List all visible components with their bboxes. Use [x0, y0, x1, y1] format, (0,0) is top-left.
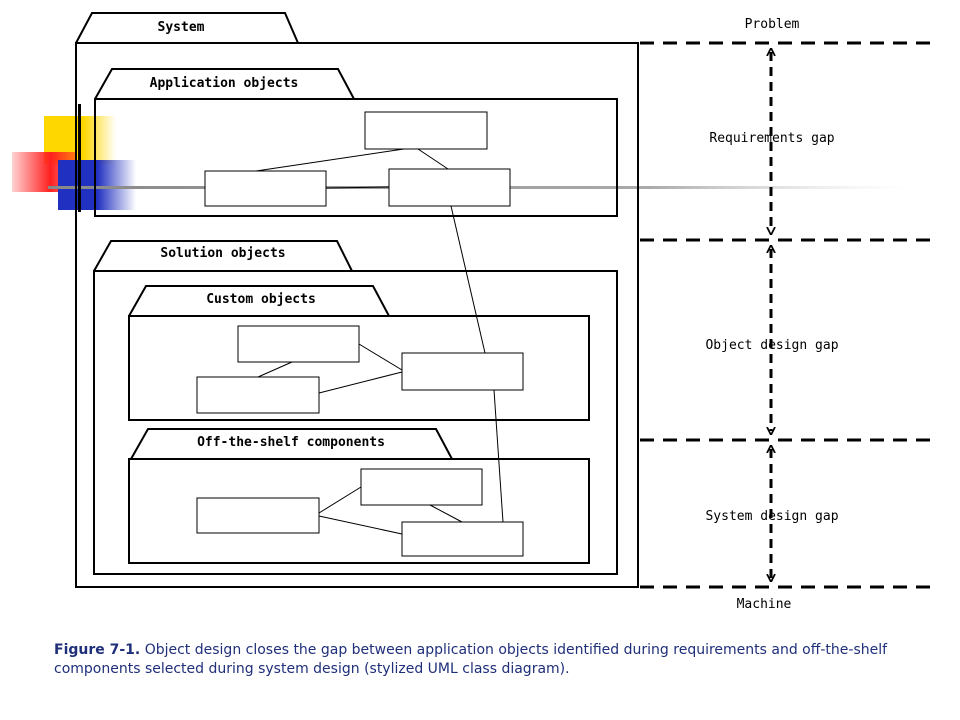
package-solution-objects-label: Solution objects: [160, 246, 285, 261]
package-solution-objects: Solution objects: [93, 240, 618, 575]
assoc-line: [358, 343, 403, 371]
package-off-the-shelf-tab: [130, 428, 453, 460]
problem-label: Problem: [745, 17, 800, 32]
package-system-body: [75, 42, 639, 588]
assoc-line: [493, 389, 504, 523]
assoc-line: [257, 361, 293, 378]
package-application-objects-tab: [94, 68, 355, 100]
assoc-line: [318, 515, 403, 535]
association-lines: [255, 148, 504, 535]
deco-blue-square: [58, 160, 136, 210]
figure-number: Figure 7-1.: [54, 642, 141, 658]
requirements-gap-label: Requirements gap: [709, 131, 834, 146]
package-system-label: System: [158, 20, 205, 35]
class-box: [204, 170, 327, 207]
assoc-line: [325, 186, 390, 189]
assoc-line: [255, 148, 405, 172]
class-box: [401, 521, 524, 557]
object-design-gap-label: Object design gap: [705, 338, 838, 353]
level-lines: [640, 41, 935, 589]
class-box: [360, 468, 483, 506]
assoc-line: [429, 504, 463, 523]
class-box: [196, 376, 320, 414]
deco-vertical-line: [78, 104, 81, 212]
package-system: System: [75, 12, 639, 588]
package-off-the-shelf-label: Off-the-shelf components: [197, 435, 385, 450]
package-custom-objects: Custom objects: [128, 285, 590, 421]
class-box: [388, 168, 511, 207]
package-application-objects-body: [94, 98, 618, 217]
package-solution-objects-tab: [93, 240, 353, 272]
package-custom-objects-label: Custom objects: [206, 292, 316, 307]
package-custom-objects-body: [128, 315, 590, 421]
class-box: [401, 352, 524, 391]
class-box: [364, 111, 488, 150]
class-box: [237, 325, 360, 363]
class-boxes: [196, 111, 524, 557]
assoc-line: [318, 486, 362, 514]
package-application-objects: Application objects: [94, 68, 618, 217]
package-solution-objects-body: [93, 270, 618, 575]
assoc-line: [318, 371, 403, 394]
class-box: [196, 497, 320, 534]
figure-caption-text: Object design closes the gap between app…: [54, 642, 888, 677]
package-application-objects-label: Application objects: [150, 76, 299, 91]
machine-label: Machine: [737, 597, 792, 612]
assoc-line: [417, 148, 449, 170]
system-design-gap-label: System design gap: [705, 509, 838, 524]
package-off-the-shelf: Off-the-shelf components: [128, 428, 590, 564]
figure-caption: Figure 7-1. Object design closes the gap…: [54, 641, 914, 679]
package-system-tab: [75, 12, 299, 44]
package-off-the-shelf-body: [128, 458, 590, 564]
package-custom-objects-tab: [128, 285, 390, 317]
assoc-line: [450, 205, 486, 354]
